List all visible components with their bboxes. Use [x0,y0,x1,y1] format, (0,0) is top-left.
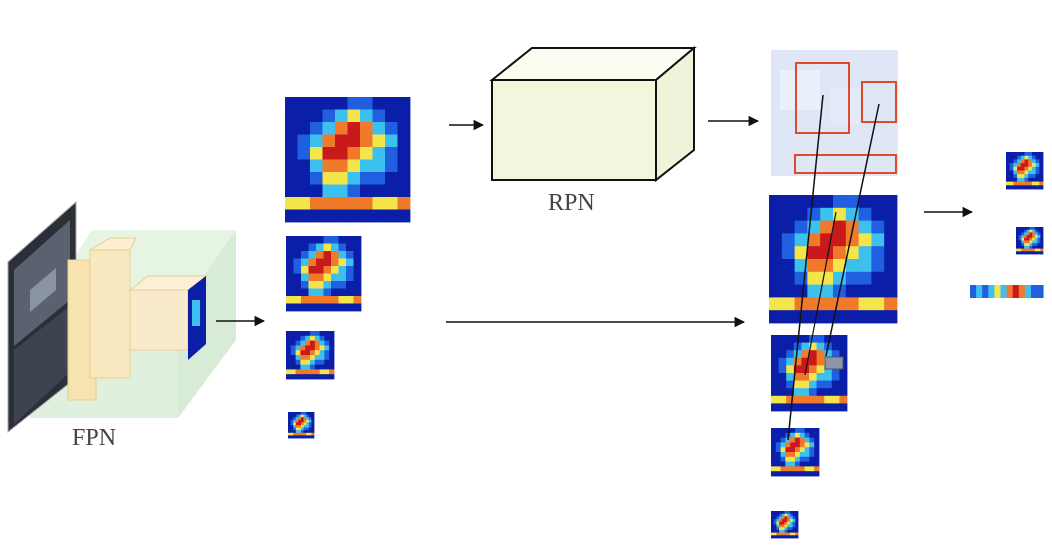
roi-heatmap-p4 [771,428,820,477]
fpn-block [7,200,236,434]
rpn-label: RPN [548,190,595,216]
pyramid-heatmap-p3 [286,236,362,312]
proposal-box-3 [794,154,897,174]
output-feature-3 [970,285,1044,298]
input-image-thumbnail [7,200,77,434]
roi-heatmap-p2 [769,195,898,324]
pyramid-heatmap-p5 [288,412,315,439]
heatmap-layer [285,97,1044,539]
fpn-volume-side [178,230,236,418]
roi-heatmap-p5 [771,511,799,539]
output-feature-1 [1006,152,1044,190]
pyramid-heatmap-p4 [286,331,335,380]
output-feature-2 [1016,227,1044,255]
fpn-feature-blocks [67,237,208,401]
proposal-boxes-panel [771,50,898,176]
roi-projection-lines [787,94,880,441]
proposal-box-1 [795,62,850,134]
fpn-label: FPN [72,425,117,451]
rpn-cube [489,45,697,183]
roi-heatmap-p3 [771,335,848,412]
pyramid-heatmap-p2 [285,97,411,223]
rpn-cube-front [491,79,657,181]
proposal-box-2 [861,81,897,123]
